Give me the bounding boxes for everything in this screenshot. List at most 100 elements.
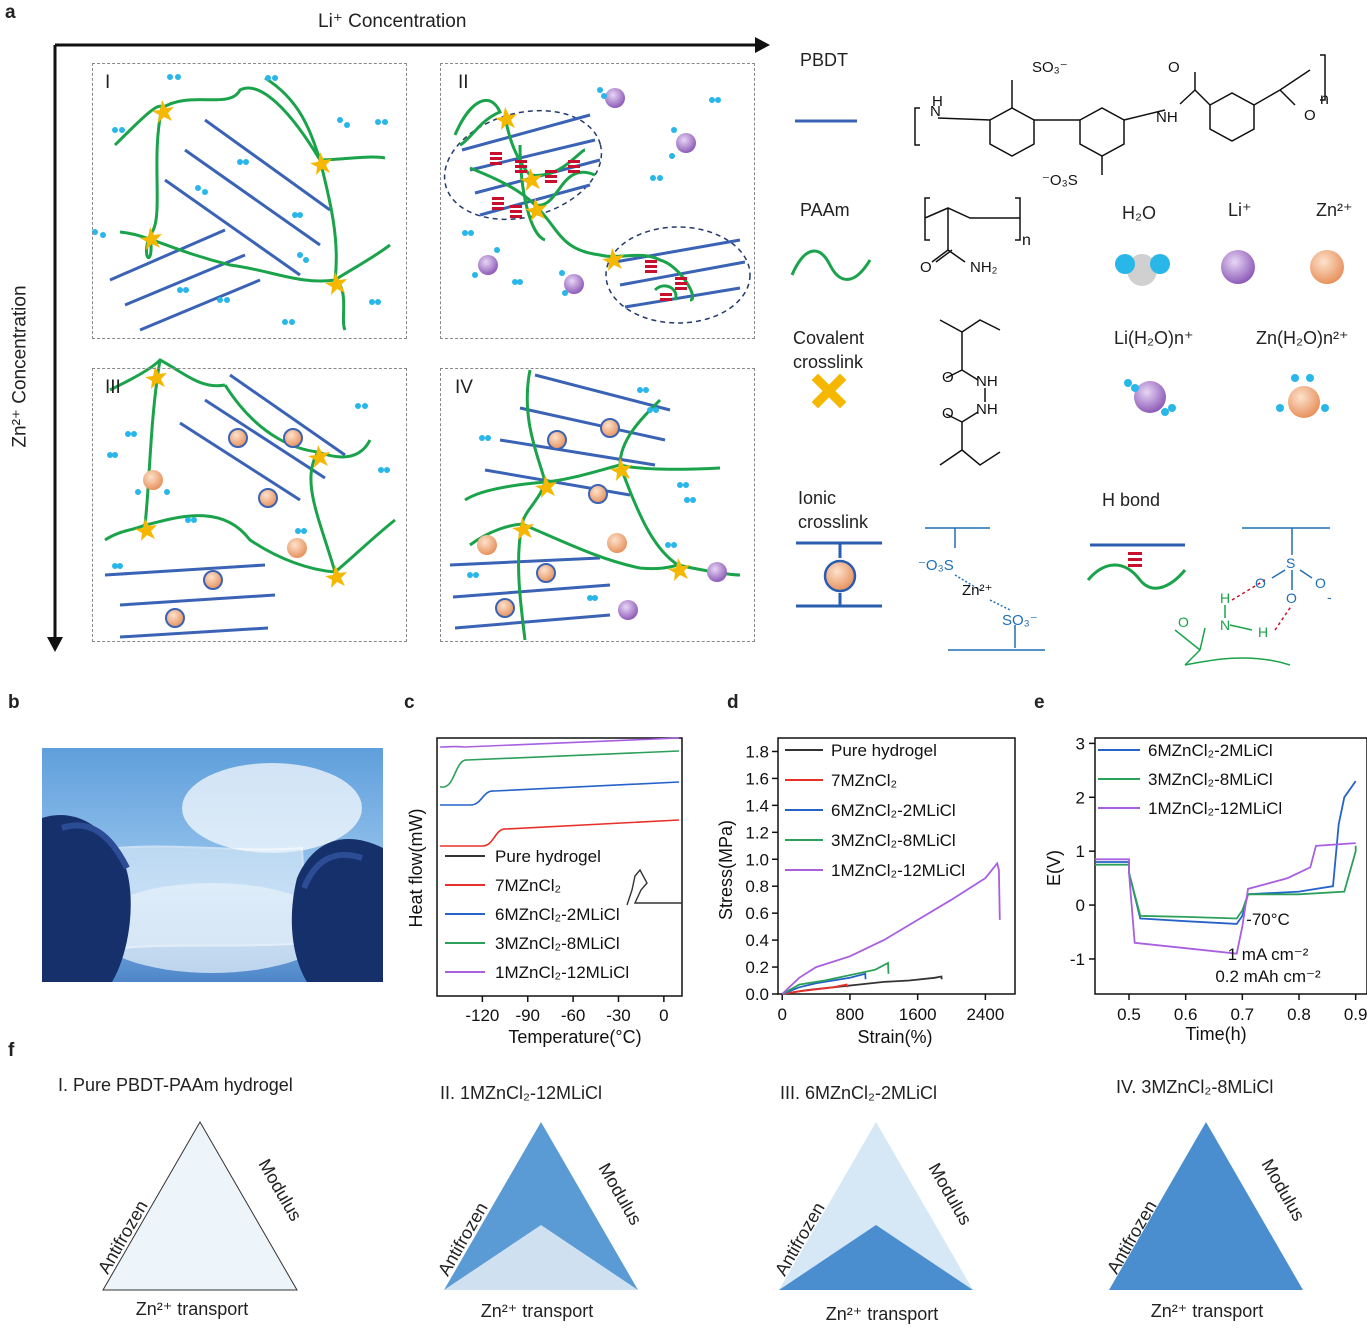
hbond-dashes bbox=[1231, 579, 1293, 631]
box-IV bbox=[440, 368, 755, 642]
ion-so3: SO₃⁻ bbox=[1002, 612, 1038, 629]
cov-o1: O bbox=[942, 369, 954, 386]
chart-d-xtick-label: 1600 bbox=[899, 1005, 937, 1024]
chart-d-ytick-label: 0.0 bbox=[745, 985, 769, 1004]
chart-d-ytick-label: 0.6 bbox=[745, 904, 769, 923]
chart-c-xlabel: Temperature(°C) bbox=[508, 1027, 641, 1047]
pbdt-h-left: H bbox=[932, 93, 943, 110]
chart-c-legend-label: 1MZnCl₂-12MLiCl bbox=[495, 963, 629, 982]
panel-label-b: b bbox=[8, 692, 20, 713]
chart-d-xlabel: Strain(%) bbox=[857, 1027, 932, 1047]
chart-c-series-line bbox=[440, 750, 680, 788]
ionic-structure bbox=[925, 527, 1045, 651]
chart-d-ytick-label: 1.2 bbox=[745, 823, 769, 842]
chart-c-series-line bbox=[440, 737, 680, 748]
chart-c-xtick-label: -120 bbox=[465, 1006, 499, 1025]
cov-o2: O bbox=[942, 405, 954, 422]
chart-d-ytick-label: 1.8 bbox=[745, 742, 769, 761]
chart-e-annotation-current: 1 mA cm⁻² bbox=[1228, 945, 1309, 964]
legend-ionic-label-2: crosslink bbox=[798, 512, 869, 532]
box-II-li-ions bbox=[478, 88, 696, 294]
chart-d-ytick-label: 0.8 bbox=[745, 877, 769, 896]
pbdt-n-left: N bbox=[930, 103, 941, 120]
chart-e-ytick-label: 2 bbox=[1076, 788, 1085, 807]
chart-d-series-line bbox=[782, 983, 849, 995]
hb-o3: O bbox=[1286, 590, 1297, 606]
box-label-I: I bbox=[105, 72, 111, 93]
chart-e-xtick-label: 0.8 bbox=[1287, 1005, 1311, 1024]
box-IV-pbdt bbox=[449, 373, 671, 630]
chart-d-xtick-label: 800 bbox=[836, 1005, 864, 1024]
pbdt-so3-top: SO₃⁻ bbox=[1032, 59, 1068, 76]
legend-li-label: Li⁺ bbox=[1228, 200, 1252, 220]
hb-o4: O bbox=[1178, 614, 1189, 630]
hb-minus: - bbox=[1327, 589, 1332, 605]
panel-a-legend-graphics: SO₃⁻ ⁻O₃S N H NH O O n O NH₂ n O NH NH O bbox=[790, 54, 1344, 666]
chart-e-frame bbox=[1094, 737, 1367, 995]
chart-e-legend: 6MZnCl₂-2MLiCl3MZnCl₂-8MLiCl1MZnCl₂-12ML… bbox=[1098, 741, 1282, 818]
chart-e-xtick-label: 0.9 bbox=[1344, 1005, 1367, 1024]
triangles-svg: Antifrozen Modulus Zn²⁺ transport Antifr… bbox=[94, 1121, 1309, 1324]
triangle-II-title: II. 1MZnCl₂-12MLiCl bbox=[440, 1083, 603, 1103]
li-concentration-axis-label: Li⁺ Concentration bbox=[318, 11, 467, 32]
triangle-III-inner bbox=[779, 1225, 973, 1290]
paam-structure bbox=[924, 197, 1021, 263]
panel-label-c: c bbox=[404, 692, 415, 713]
legend-ionic-crosslink bbox=[796, 541, 882, 608]
panel-f: I. Pure PBDT-PAAm hydrogel II. 1MZnCl₂-1… bbox=[0, 1065, 1367, 1328]
hb-o1: O bbox=[1255, 575, 1266, 591]
box-label-IV: IV bbox=[455, 377, 473, 398]
chart-d-series-line bbox=[781, 961, 890, 995]
triangle-II-inner bbox=[444, 1225, 638, 1290]
legend-pbdt-label: PBDT bbox=[800, 50, 849, 70]
chart-e-curves bbox=[1095, 780, 1357, 955]
legend-ionic-label-1: Ionic bbox=[798, 488, 837, 508]
chart-d-ytick-label: 0.2 bbox=[745, 958, 769, 977]
box-label-III: III bbox=[105, 377, 121, 398]
box-IV-crosslinks bbox=[512, 458, 690, 581]
paam-o: O bbox=[920, 259, 932, 276]
chart-c-legend: Pure hydrogel7MZnCl₂6MZnCl₂-2MLiCl3MZnCl… bbox=[445, 847, 629, 982]
chart-d-legend-label: 7MZnCl₂ bbox=[831, 771, 897, 790]
hbond-legend-paam bbox=[1086, 563, 1187, 590]
box-IV-water bbox=[467, 387, 696, 601]
hb-n: N bbox=[1220, 617, 1230, 633]
triangle-I-bottom: Zn²⁺ transport bbox=[136, 1299, 249, 1319]
panel-label-e: e bbox=[1034, 692, 1045, 713]
chart-e-series-line bbox=[1095, 845, 1357, 920]
chart-d-legend-label: 1MZnCl₂-12MLiCl bbox=[831, 861, 965, 880]
chart-d-ytick-label: 1.0 bbox=[745, 850, 769, 869]
box-III-water bbox=[107, 403, 390, 569]
chart-c-xtick-label: -90 bbox=[515, 1006, 540, 1025]
panel-label-d: d bbox=[727, 692, 739, 713]
chart-c-frame bbox=[436, 737, 683, 997]
ion-o3s: ⁻O₃S bbox=[918, 557, 954, 574]
hydrogel-photo bbox=[42, 748, 383, 982]
chart-d-series-line bbox=[781, 972, 867, 995]
legend-covalent-label-1: Covalent bbox=[793, 328, 865, 348]
chart-e-legend-label: 3MZnCl₂-8MLiCl bbox=[1148, 770, 1273, 789]
box-IV-ions bbox=[477, 418, 727, 620]
chart-d-series-line bbox=[781, 861, 1001, 995]
legend-zn-label: Zn²⁺ bbox=[1316, 200, 1353, 220]
chart-d-curves bbox=[781, 861, 1001, 995]
chart-e-annotation-capacity: 0.2 mAh cm⁻² bbox=[1215, 967, 1321, 986]
hb-h2: H bbox=[1258, 624, 1268, 640]
triangle-II-bottom: Zn²⁺ transport bbox=[481, 1301, 594, 1321]
triangle-IV-title: IV. 3MZnCl₂-8MLiCl bbox=[1116, 1077, 1274, 1097]
chart-d-legend-label: 3MZnCl₂-8MLiCl bbox=[831, 831, 956, 850]
legend-zn-icon bbox=[1310, 250, 1344, 284]
chart-e-xtick-label: 0.5 bbox=[1117, 1005, 1141, 1024]
hbond-structure-sulfonate bbox=[1242, 527, 1330, 590]
chart-d-xtick-label: 2400 bbox=[966, 1005, 1004, 1024]
chart-e-ytick-label: 3 bbox=[1076, 734, 1085, 753]
panel-label-a: a bbox=[5, 2, 16, 23]
chart-c-legend-label: Pure hydrogel bbox=[495, 847, 601, 866]
pbdt-nh-right: NH bbox=[1156, 109, 1178, 126]
box-I-water bbox=[92, 74, 388, 325]
legend-li-hydrated-icon bbox=[1124, 379, 1176, 416]
chart-c-legend-label: 6MZnCl₂-2MLiCl bbox=[495, 905, 620, 924]
box-II-water bbox=[462, 87, 721, 296]
